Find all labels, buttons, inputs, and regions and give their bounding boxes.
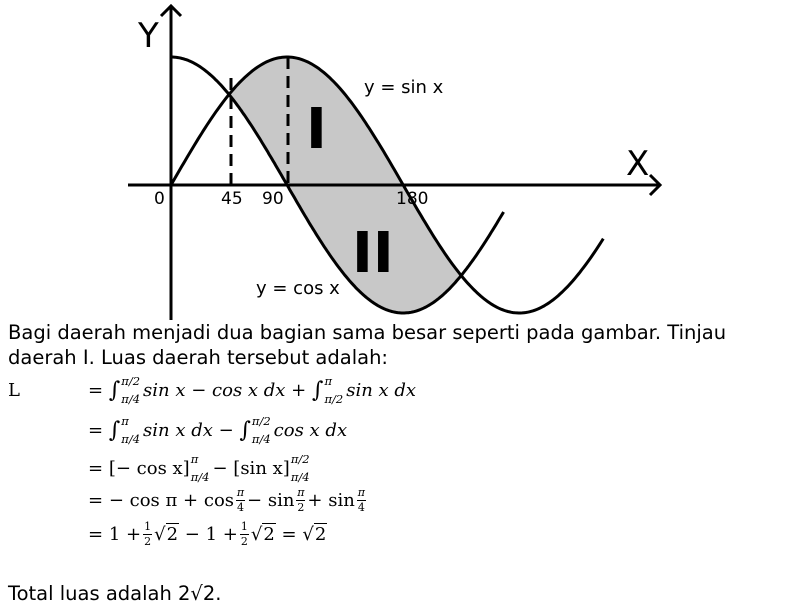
- integrand: sin x dx: [346, 379, 417, 401]
- radical-sign: √: [250, 523, 263, 545]
- lower-limit: π/4: [290, 470, 310, 484]
- radicand: 2: [313, 522, 328, 545]
- sqrt-2: √2: [154, 522, 180, 545]
- equals-sign: =: [88, 419, 104, 441]
- denominator: 4: [357, 500, 365, 514]
- numerator: 1: [240, 519, 248, 533]
- tick-label-180: 180: [396, 189, 428, 209]
- sin-curve: [169, 55, 605, 315]
- denominator: 4: [237, 500, 245, 514]
- numerator: π: [297, 485, 305, 499]
- integrand: sin x dx −: [143, 419, 234, 441]
- numerator: 1: [144, 519, 152, 533]
- upper-limit: π: [324, 374, 333, 388]
- bracket-term: [sin x]: [233, 457, 290, 479]
- integral-limits: π π/2: [324, 375, 343, 405]
- term: − sin: [247, 489, 295, 511]
- sqrt-2: √2: [250, 522, 276, 545]
- equals-sign: =: [88, 489, 104, 511]
- lower-limit: π/4: [121, 432, 141, 446]
- upper-limit: π/2: [290, 452, 310, 466]
- term: + sin: [307, 489, 355, 511]
- tick-label-45: 45: [221, 189, 243, 209]
- L-label: L: [8, 380, 20, 401]
- minus-sign: −: [212, 457, 228, 479]
- integral-limits: π π/4: [121, 415, 140, 445]
- integral-sign: ∫: [108, 417, 121, 443]
- sqrt-2: √2: [302, 522, 328, 545]
- integral-sign: ∫: [312, 377, 324, 403]
- radical-sign: √: [154, 523, 166, 545]
- radicand: 2: [262, 522, 276, 545]
- tick-label-90: 90: [262, 189, 284, 209]
- lower-limit: π/2: [324, 392, 344, 406]
- integrand: cos x dx: [273, 419, 348, 441]
- denominator: 2: [240, 534, 248, 548]
- cos-curve: [171, 55, 505, 315]
- upper-limit: π: [190, 452, 199, 466]
- numerator: π: [236, 485, 245, 499]
- x-axis-label: X: [626, 144, 649, 184]
- integral-sign: ∫: [108, 377, 121, 403]
- numerator: π: [357, 485, 365, 499]
- denominator: 2: [144, 534, 152, 548]
- sin-curve-label: y = sin x: [364, 77, 444, 98]
- problem-paragraph: Bagi daerah menjadi dua bagian sama besa…: [8, 321, 727, 369]
- equals-sign: =: [88, 457, 104, 479]
- bracket-term: [− cos x]: [108, 457, 190, 479]
- term: − cos π + cos: [108, 489, 235, 511]
- denominator: 2: [297, 500, 305, 514]
- lower-limit: π/4: [190, 470, 210, 484]
- evaluation-limits: π π/4: [191, 453, 210, 483]
- sin-cos-area-figure: Y X 0 45 90 180 I II y = sin x y = cos x: [128, 3, 663, 320]
- radical-sign: √: [302, 523, 314, 545]
- y-axis-arrowhead: [159, 3, 183, 18]
- integrand: sin x − cos x dx +: [143, 379, 307, 401]
- x-axis-arrowhead: [648, 173, 663, 197]
- upper-limit: π: [121, 414, 129, 428]
- equals-sign: =: [88, 523, 104, 545]
- region-label-II: II: [352, 221, 394, 286]
- radicand: 2: [165, 522, 180, 545]
- tick-label-0: 0: [154, 189, 165, 209]
- total-area-statement: Total luas adalah 2√2.: [8, 582, 222, 605]
- integral-sign: ∫: [239, 417, 251, 443]
- y-axis-label: Y: [137, 16, 159, 56]
- equals-sign: =: [281, 523, 297, 545]
- equals-sign: =: [88, 379, 104, 401]
- region-label-I: I: [306, 97, 327, 162]
- upper-limit: π/2: [251, 414, 271, 428]
- term: − 1 +: [184, 523, 238, 545]
- term: 1 +: [108, 523, 142, 545]
- cos-curve-label: y = cos x: [256, 278, 340, 299]
- lower-limit: π/4: [121, 392, 141, 406]
- lower-limit: π/4: [251, 432, 271, 446]
- upper-limit: π/2: [121, 374, 141, 388]
